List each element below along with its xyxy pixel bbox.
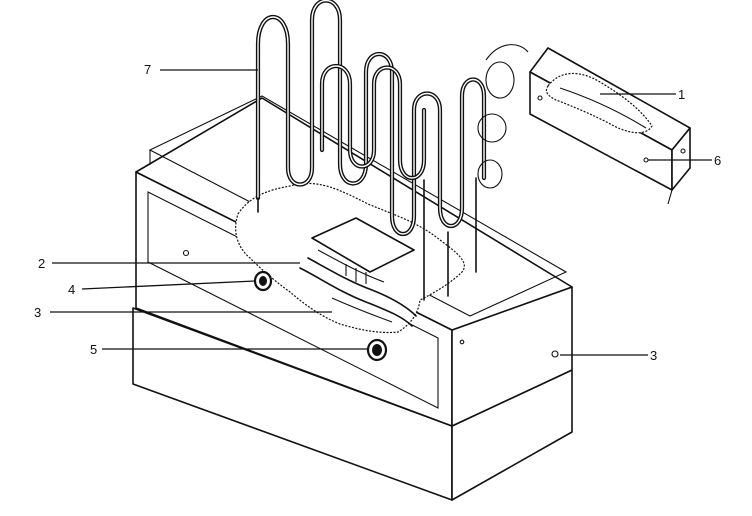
grommet-upper — [253, 270, 273, 292]
heating-element-coil — [255, 0, 529, 301]
callout-leaders — [50, 69, 712, 356]
grommet-lower — [366, 338, 388, 362]
callout-3-right: 3 — [650, 348, 657, 363]
callout-2: 2 — [38, 256, 45, 271]
callout-6: 7 — [144, 62, 151, 77]
callout-3-left: 3 — [34, 305, 41, 320]
mounting-bracket — [529, 47, 691, 205]
terminal-block — [311, 217, 415, 284]
callout-4: 4 — [68, 282, 75, 297]
callout-labels: 7 1 6 2 4 3 5 3 — [34, 62, 721, 363]
callout-1: 1 — [678, 87, 685, 102]
callout-5: 5 — [90, 342, 97, 357]
callout-7: 6 — [714, 153, 721, 168]
